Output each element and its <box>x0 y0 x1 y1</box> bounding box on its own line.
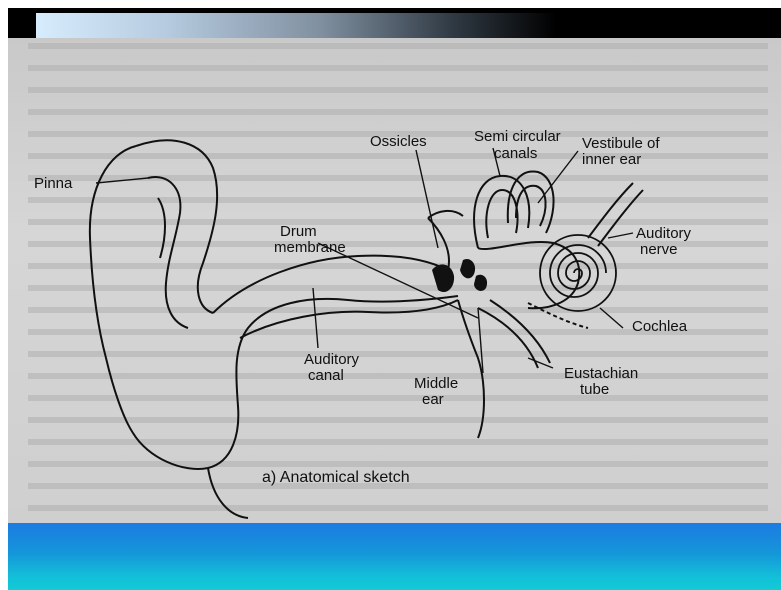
vestibule <box>478 242 579 308</box>
label-drum-line2: membrane <box>274 239 346 256</box>
label-semicircular-line1: Semi circular <box>474 128 561 145</box>
slide-title-gradient-strip <box>36 13 556 38</box>
label-auditory-canal-line2: canal <box>308 367 344 384</box>
label-vestibule-line2: inner ear <box>582 151 641 168</box>
semicircular-canals <box>474 171 553 248</box>
faded-background-text <box>28 46 768 508</box>
scanned-figure: Pinna Semi circular canals Ossicles Vest… <box>8 38 781 523</box>
label-middle-ear-line2: ear <box>422 391 444 408</box>
label-eustachian-line1: Eustachian <box>564 365 638 382</box>
label-semicircular-line2: canals <box>494 145 537 162</box>
slide-bottom-band <box>8 523 781 590</box>
label-auditory-nerve-line2: nerve <box>640 241 678 258</box>
figure-caption: a) Anatomical sketch <box>262 469 410 486</box>
label-middle-ear-line1: Middle <box>414 375 458 392</box>
label-auditory-canal-line1: Auditory <box>304 351 360 368</box>
label-vestibule-line1: Vestibule of <box>582 135 660 152</box>
label-auditory-nerve-line1: Auditory <box>636 225 692 242</box>
label-pinna: Pinna <box>34 175 73 192</box>
label-cochlea: Cochlea <box>632 318 688 335</box>
label-drum-line1: Drum <box>280 223 317 240</box>
label-eustachian-line2: tube <box>580 381 609 398</box>
ear-diagram: Pinna Semi circular canals Ossicles Vest… <box>8 38 781 523</box>
label-ossicles: Ossicles <box>370 133 427 150</box>
